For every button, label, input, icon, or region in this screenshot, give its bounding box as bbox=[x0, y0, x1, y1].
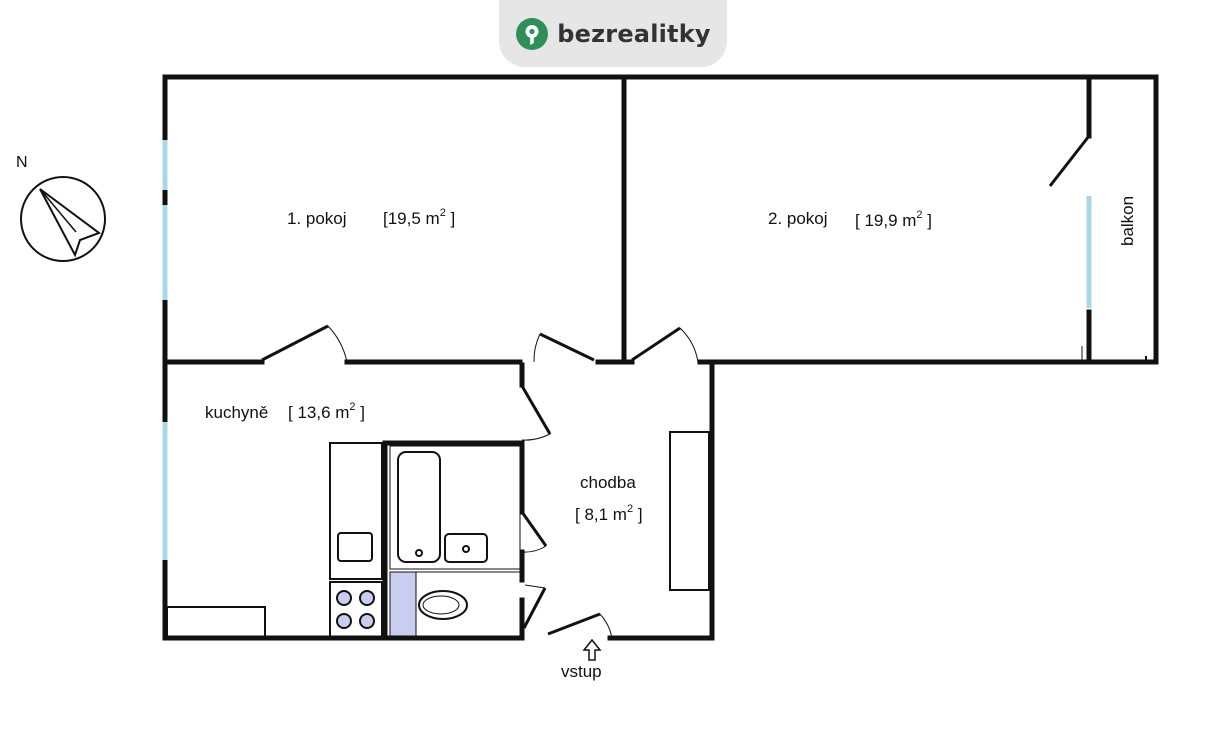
room-1-name: 1. pokoj bbox=[287, 209, 347, 228]
bathroom-area bbox=[389, 445, 521, 570]
burner-icon bbox=[359, 590, 375, 606]
room-1-area: [19,5 m2 ] bbox=[383, 207, 455, 228]
door-bathroom bbox=[520, 511, 548, 547]
kitchen-sink bbox=[337, 532, 373, 562]
compass-circle bbox=[20, 176, 106, 262]
toilet bbox=[418, 590, 468, 620]
compass-north-label: N bbox=[16, 154, 28, 171]
hallway-area: [ 8,1 m2 ] bbox=[575, 503, 643, 524]
door-room1-hall bbox=[539, 332, 595, 362]
wc-cistern bbox=[389, 571, 417, 637]
door-wc bbox=[522, 587, 547, 629]
kitchen-cabinet bbox=[166, 606, 266, 638]
bathtub bbox=[397, 451, 441, 563]
burner-icon bbox=[359, 613, 375, 629]
door-room2 bbox=[631, 326, 681, 362]
kitchen-area: [ 13,6 m2 ] bbox=[288, 401, 365, 422]
kitchen-counter bbox=[329, 442, 383, 580]
balcony-label: balkon bbox=[1118, 196, 1137, 246]
bathroom-sink bbox=[444, 533, 488, 563]
brand-name: bezrealitky bbox=[557, 19, 711, 48]
door-kitchen bbox=[520, 385, 552, 435]
walls bbox=[162, 74, 1159, 641]
room-labels: 1. pokoj [19,5 m2 ] 2. pokoj [ 19,9 m2 ]… bbox=[205, 196, 1137, 681]
door-balcony bbox=[1048, 135, 1091, 187]
room-2-name: 2. pokoj bbox=[768, 209, 828, 228]
door-room1 bbox=[261, 324, 329, 362]
hall-wardrobe bbox=[669, 431, 710, 591]
entrance-label: vstup bbox=[561, 662, 602, 681]
windows bbox=[162, 140, 1092, 560]
room-2-area: [ 19,9 m2 ] bbox=[855, 209, 932, 230]
entrance-arrow-icon bbox=[582, 638, 602, 661]
compass-needle-icon bbox=[39, 188, 102, 258]
burner-icon bbox=[336, 613, 352, 629]
stove bbox=[329, 581, 383, 638]
burner-icon bbox=[336, 590, 352, 606]
hallway-name: chodba bbox=[580, 473, 636, 492]
fixtures bbox=[166, 346, 1147, 638]
doors bbox=[261, 135, 1091, 639]
logo-tab[interactable]: bezrealitky bbox=[499, 0, 727, 67]
bathtub-drain bbox=[415, 549, 423, 557]
door-entrance bbox=[547, 612, 601, 636]
location-key-icon bbox=[516, 17, 549, 50]
kitchen-name: kuchyně bbox=[205, 403, 268, 422]
sink-drain bbox=[462, 545, 470, 553]
compass: N bbox=[16, 154, 106, 262]
